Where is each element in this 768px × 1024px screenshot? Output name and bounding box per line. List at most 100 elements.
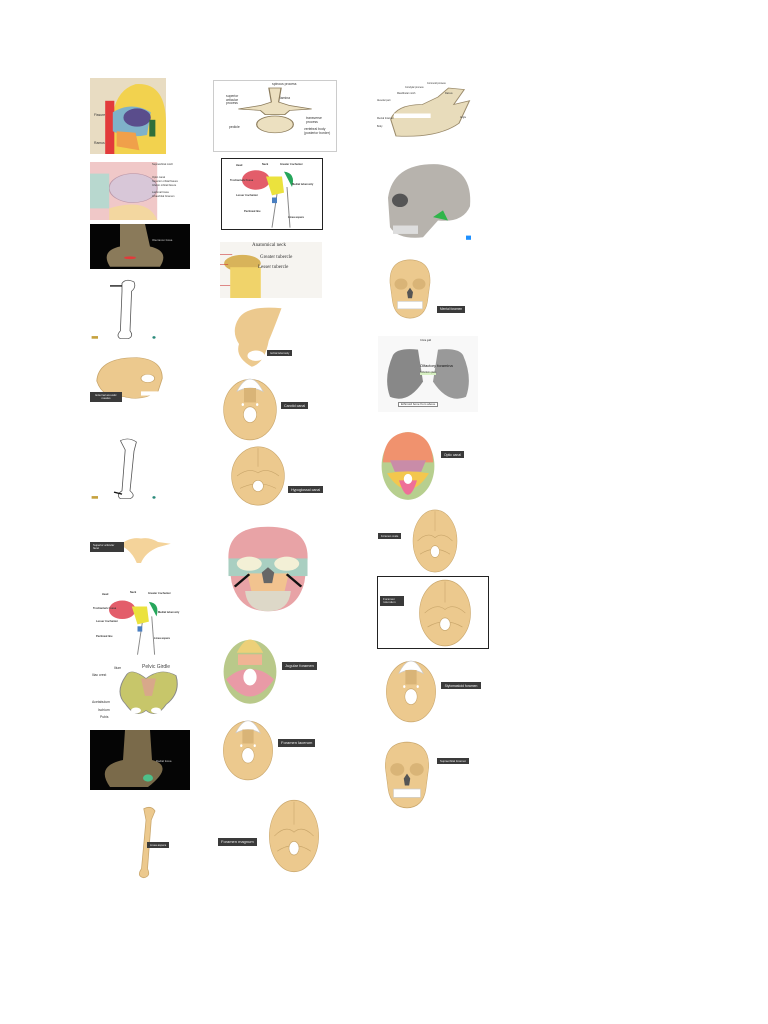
- skull-inferior-figure: Carotid canal: [220, 370, 309, 442]
- illustration: [223, 720, 273, 781]
- label: Inferior orbital fissure: [152, 184, 177, 187]
- femur-outline-figure: [90, 438, 170, 504]
- label: pedicle: [229, 125, 240, 129]
- skull-inferior-figure: Stylomastoid foramen: [383, 652, 481, 724]
- skull-front-colored-figure: [216, 525, 320, 613]
- label-tag: Carotid canal: [281, 402, 309, 410]
- label: Supraorbital notch: [152, 163, 174, 166]
- label-tag: Superior articular facet: [90, 542, 124, 552]
- orbit-diagram-figure: Supraorbital notch Optic canal Superior …: [90, 162, 186, 220]
- label: Crista galli: [420, 339, 432, 342]
- label: Greater tubercle: [260, 255, 293, 260]
- label-tag: Supraorbital foramen: [437, 758, 470, 765]
- label: Mandibular notch: [397, 92, 416, 95]
- figure-caption: Ethmoid bone from above: [398, 402, 439, 408]
- illustration: [228, 526, 308, 612]
- label: Anatomical neck: [252, 243, 287, 248]
- femur-proximal-figure: Head Neck Greater trochanter Trochanteri…: [221, 158, 323, 230]
- label: Optic canal: [152, 176, 165, 179]
- femur-figure: Linea aspera: [110, 805, 185, 880]
- illustration: [385, 741, 429, 809]
- label-tag: Mental foramen: [437, 306, 466, 313]
- vertebra-figure: spinous process lamina superior articula…: [213, 80, 337, 152]
- label-tag: Foramen ovale: [378, 533, 402, 540]
- label-tag: Optic canal: [441, 451, 464, 459]
- illustration: [419, 579, 471, 647]
- illustration: [234, 307, 282, 367]
- illustration: [386, 660, 436, 723]
- label: Angle: [460, 116, 467, 119]
- label: transverse process: [306, 116, 322, 124]
- label: Linea aspera: [288, 216, 304, 219]
- illustration: [412, 509, 458, 573]
- label: Neck: [130, 591, 137, 594]
- label: Greater trochanter: [148, 592, 171, 595]
- label: Lacrimal fossa: [152, 191, 169, 194]
- label: lamina: [280, 96, 290, 100]
- illustration: [104, 730, 163, 787]
- illustration: [223, 378, 277, 441]
- label: Pectineal line: [96, 635, 113, 638]
- skull-front-figure: Supraorbital foramen: [380, 740, 470, 810]
- label: Medial tuberosity: [292, 183, 314, 186]
- skull-inferior-colored-figure: Jugular foramen: [220, 630, 317, 706]
- label-tag: Foramen lacerum: [278, 739, 316, 747]
- label: Cribriform plate: [420, 371, 437, 375]
- elbow-posterior-figure: Olecranon fossa: [90, 224, 190, 269]
- cranial-base-figure: Foramen magnum: [218, 798, 322, 874]
- label: Trochanteric fossa: [230, 179, 254, 182]
- label: Olfactory foramina: [420, 363, 453, 368]
- humerus-outline-figure: [90, 278, 170, 344]
- lateral-skull-figure: External acoustic meatus: [90, 355, 175, 407]
- mandible-figure: Coronoid process Condylar process Mandib…: [375, 82, 480, 157]
- label-tag: Linea aspera: [147, 842, 170, 849]
- illustration: [91, 438, 156, 500]
- label: Superior orbital fissure: [152, 180, 178, 183]
- label: Iliac crest: [92, 673, 107, 677]
- label: Head: [102, 593, 109, 596]
- label: Olecranon fossa: [152, 238, 173, 242]
- label: spinous process: [272, 82, 297, 86]
- cranial-base-figure: Hypoglossal canal: [228, 445, 324, 507]
- label-tag: Ischial tuberosity: [267, 350, 293, 357]
- label: Pubis: [100, 715, 109, 719]
- illustration: [105, 83, 166, 154]
- illustration: [390, 87, 471, 137]
- label: Ilium: [114, 666, 122, 670]
- label: Alveolar part: [377, 99, 391, 102]
- cranial-base-figure: Foramen ovale: [378, 508, 460, 574]
- ethmoid-figure: Crista galli Olfactory foramina Cribrifo…: [378, 336, 478, 412]
- illustration: [119, 671, 178, 714]
- label: Ramus: [94, 141, 105, 145]
- humerus-head-figure: Anatomical neck Greater tubercle Lesser …: [220, 242, 322, 298]
- illustration: [91, 279, 156, 340]
- label: Lesser tubercle: [258, 265, 289, 270]
- label: Condylar process: [405, 86, 424, 89]
- illustration: [231, 446, 285, 506]
- skull-lateral-gray-figure: [378, 160, 478, 244]
- label: Medial tuberosity: [158, 611, 180, 614]
- illustration: [220, 254, 261, 298]
- label-tag: External acoustic meatus: [90, 392, 122, 402]
- label: Fissure: [94, 113, 106, 117]
- label-tag: Foramen magnum: [218, 838, 257, 846]
- femur-colored-figure: Head Neck Greater trochanter Trochanteri…: [90, 590, 185, 656]
- label: Ischium: [98, 708, 110, 712]
- label: Trochanteric fossa: [93, 607, 117, 610]
- label: Lesser trochanter: [236, 194, 258, 197]
- label: Lesser trochanter: [96, 620, 118, 623]
- elbow-anterior-figure: Radial fossa: [90, 730, 190, 790]
- label: vertebral body (posterior border): [304, 127, 331, 135]
- illustration: [381, 432, 435, 500]
- illustration: [111, 538, 171, 563]
- illustration: [238, 87, 312, 134]
- illustration: [90, 162, 158, 220]
- label-tag: Hypoglossal canal: [288, 486, 324, 494]
- label: Ramus: [445, 92, 453, 95]
- illustration: [387, 349, 469, 399]
- label-tag: Jugular foramen: [282, 662, 317, 670]
- foramen-rotundum-figure: Foramen rotundum: [377, 576, 489, 649]
- pelvic-girdle-figure: Pelvic Girdle Ilium Iliac crest Acetabul…: [86, 664, 186, 722]
- figure-title: Pelvic Girdle: [142, 664, 171, 670]
- label: Acetabulum: [92, 700, 110, 704]
